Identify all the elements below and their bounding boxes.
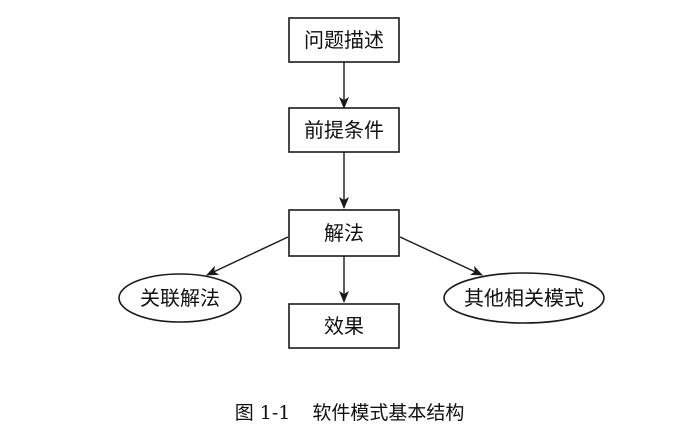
node-other-patterns-label: 其他相关模式 (464, 286, 584, 310)
node-effect: 效果 (288, 303, 400, 349)
edge-solution-to-related (206, 236, 289, 276)
figure-caption: 图 1-1 软件模式基本结构 (0, 376, 687, 425)
figure-number: 图 1-1 (234, 402, 291, 424)
node-precondition: 前提条件 (288, 107, 400, 153)
figure-title: 软件模式基本结构 (312, 402, 465, 424)
node-problem-description: 问题描述 (288, 17, 400, 63)
node-effect-label: 效果 (324, 314, 364, 338)
node-related-solution: 关联解法 (118, 273, 242, 323)
node-precondition-label: 前提条件 (304, 118, 384, 142)
node-related-solution-label: 关联解法 (140, 286, 220, 310)
node-other-patterns: 其他相关模式 (443, 272, 605, 324)
edge-solution-to-other (399, 236, 483, 276)
node-solution-label: 解法 (324, 221, 364, 245)
node-solution: 解法 (288, 209, 400, 257)
node-problem-description-label: 问题描述 (304, 28, 384, 52)
